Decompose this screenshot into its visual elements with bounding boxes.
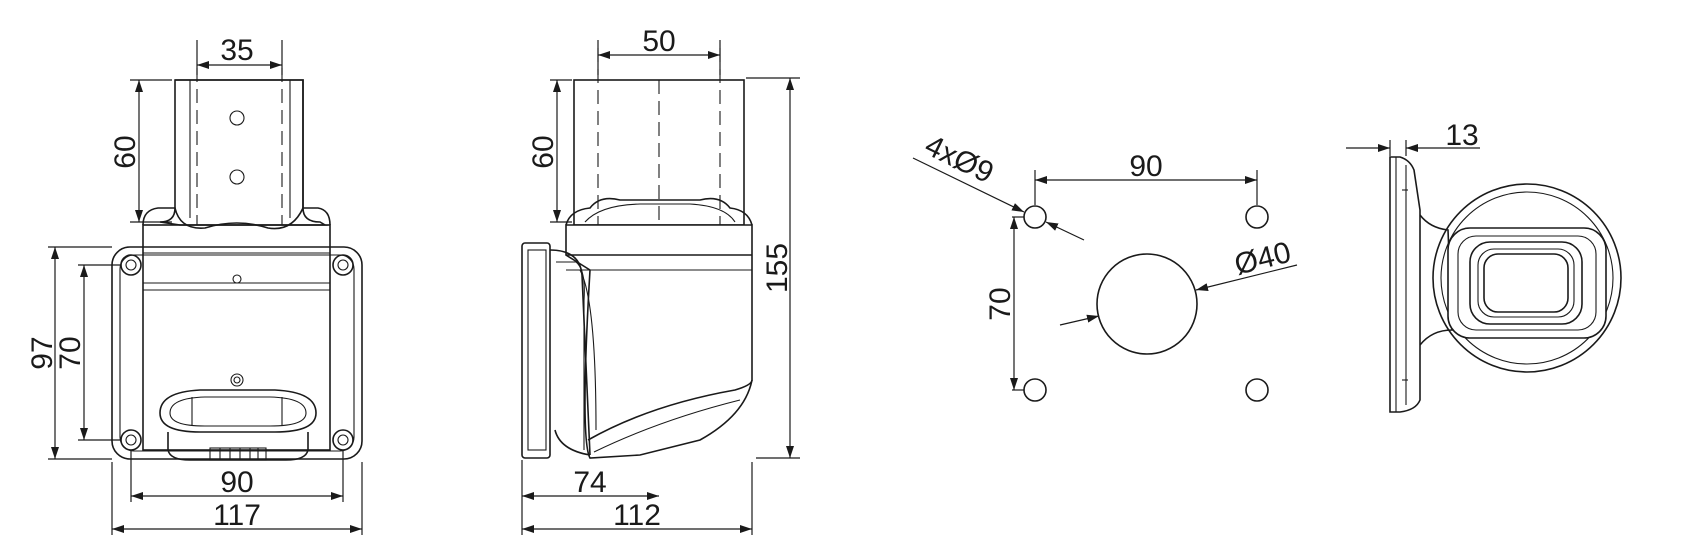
- side-housing: [565, 224, 753, 459]
- rear-view: 13: [1346, 119, 1622, 413]
- post-hole-bottom: [229, 169, 245, 185]
- center-hole-diameter-label: Ø40: [1231, 236, 1294, 282]
- side-dim-overall-depth: 112: [613, 499, 661, 532]
- front-view: 35 60 97 70 90 117: [26, 34, 363, 535]
- mount-hole-top-left: [1023, 205, 1047, 229]
- pattern-dim-spacing-v: 70: [984, 287, 1017, 320]
- rear-body-outer: [1432, 183, 1622, 373]
- pattern-dim-spacing-h: 90: [1129, 150, 1162, 183]
- front-dim-hole-spacing-v: 70: [54, 336, 87, 369]
- socket-opening: [159, 389, 317, 433]
- mount-hole-bottom-right: [1245, 378, 1269, 402]
- rear-dim-flange-thickness: 13: [1445, 119, 1478, 152]
- side-dim-total-height: 155: [761, 243, 794, 293]
- hole-pattern-view: 4xØ9 90 70 Ø40: [912, 129, 1298, 402]
- side-dim-top-width: 50: [642, 25, 675, 58]
- rear-socket-frame: [1447, 227, 1607, 339]
- front-housing: [111, 246, 363, 460]
- side-view: 50 60 155 74 112: [521, 25, 800, 535]
- mount-hole-bottom-left: [1023, 378, 1047, 402]
- side-dim-post-height: 60: [527, 135, 560, 168]
- front-dim-post-height: 60: [109, 135, 142, 168]
- center-cable-hole: [1096, 253, 1198, 355]
- front-dim-overall-height: 97: [26, 336, 59, 369]
- front-dim-hole-spacing-h: 90: [220, 466, 253, 499]
- mount-hole-top-right: [1245, 205, 1269, 229]
- front-post: [159, 79, 328, 226]
- screw-top-right: [332, 254, 354, 276]
- front-dim-overall-width: 117: [213, 499, 261, 532]
- front-dim-top-width: 35: [220, 34, 253, 67]
- side-dim-depth-offset: 74: [573, 466, 606, 499]
- rear-flange: [1389, 156, 1421, 413]
- post-hole-top: [229, 110, 245, 126]
- side-flange: [521, 242, 551, 459]
